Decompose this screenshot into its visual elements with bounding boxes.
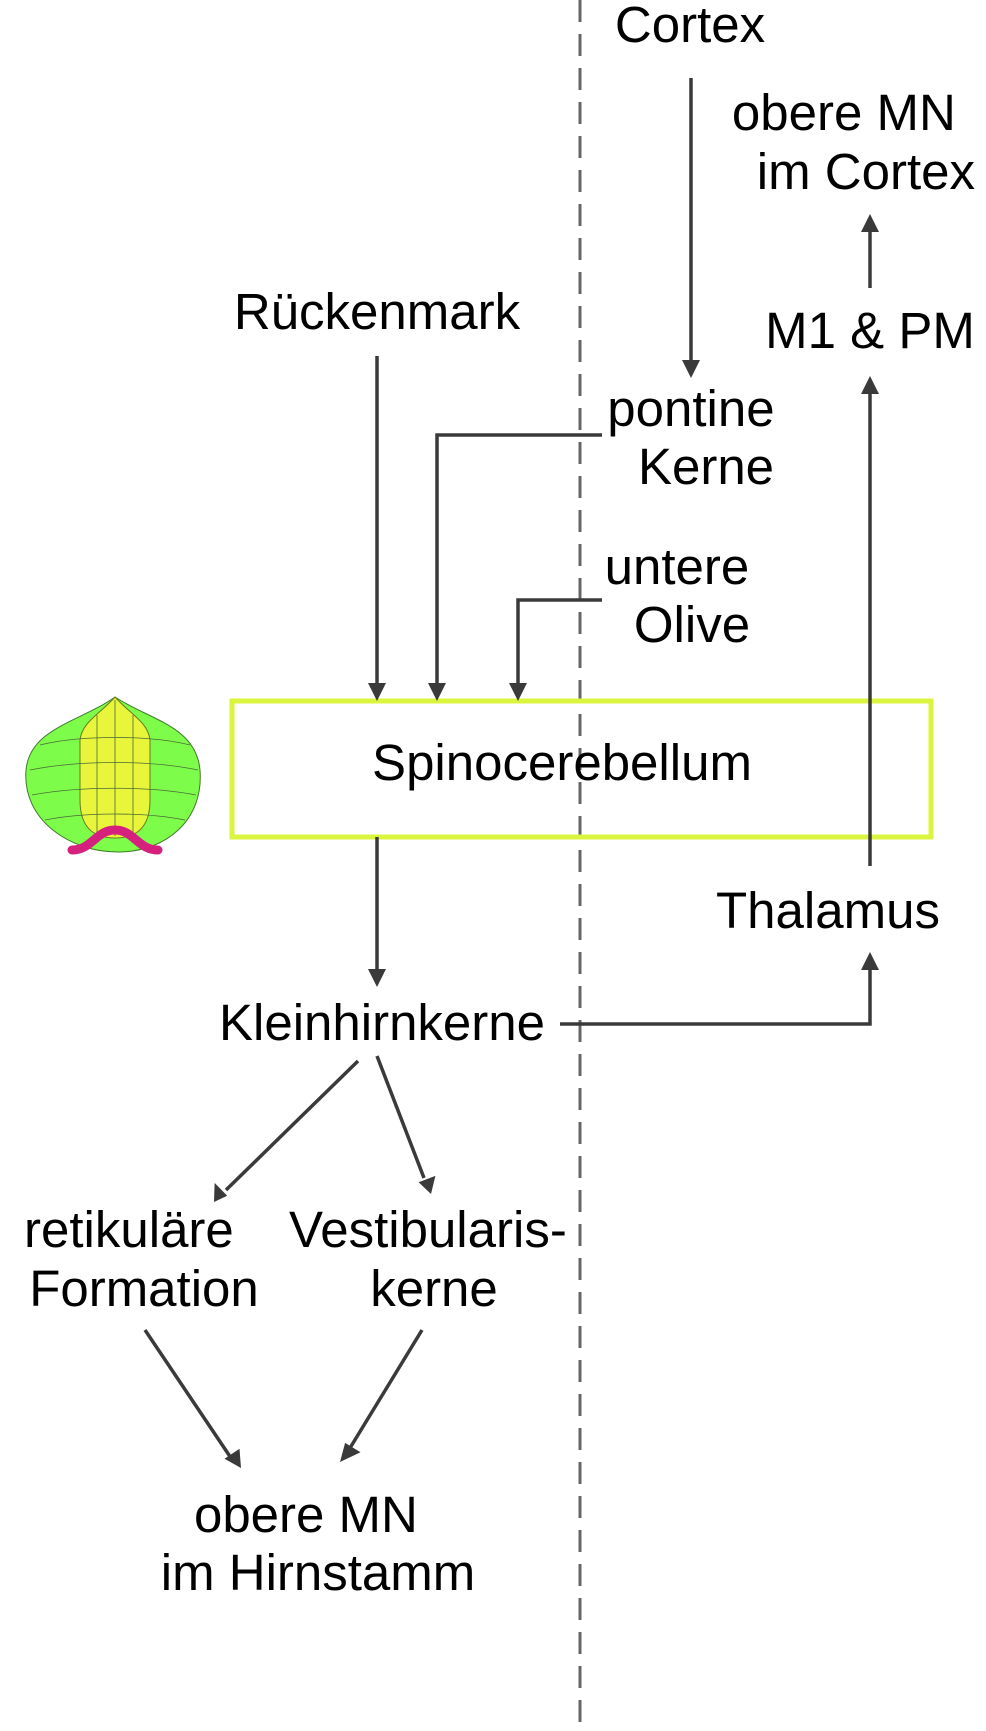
spinocerebellum-label: Spinocerebellum (372, 734, 752, 791)
pontine-kerne-line2: Kerne (638, 438, 774, 495)
m1-pm-label: M1 & PM (765, 302, 975, 359)
untere-olive-line1: untere (605, 538, 750, 595)
arrow-cortex-to-pontine (682, 78, 700, 378)
arrow-thalamus-to-m1pm (861, 376, 879, 866)
cerebellum-icon (25, 696, 201, 855)
pontine-kerne-label: pontine Kerne (607, 380, 789, 495)
arrow-kleinhirnkerne-to-vestibularis (375, 1055, 436, 1194)
obere-mn-cortex-line1: obere MN (732, 84, 956, 141)
obere-mn-hirnstamm-label: obere MN im Hirnstamm (161, 1486, 476, 1601)
spinocerebellum-box (229, 698, 934, 840)
arrow-retikulaere-to-obere-mn-hirnstamm (143, 1329, 241, 1468)
retikulaere-formation-line1: retikuläre (24, 1201, 234, 1258)
obere-mn-hirnstamm-line2: im Hirnstamm (161, 1544, 476, 1601)
obere-mn-hirnstamm-line1: obere MN (194, 1486, 418, 1543)
retikulaere-formation-label: retikuläre Formation (24, 1201, 259, 1317)
pontine-kerne-line1: pontine (607, 380, 774, 437)
rueckenmark-label: Rückenmark (234, 283, 521, 340)
thalamus-label: Thalamus (716, 882, 940, 939)
arrow-m1pm-to-obere-mn-cortex (861, 214, 879, 288)
arrow-rueckenmark-to-spinocerebellum (368, 356, 386, 701)
obere-mn-cortex-line2: im Cortex (757, 143, 975, 200)
vestibulariskerne-line2: kerne (370, 1260, 498, 1317)
arrow-vestibularis-to-obere-mn-hirnstamm (340, 1329, 424, 1462)
arrow-pontine-to-spinocerebellum (428, 433, 602, 701)
obere-mn-cortex-label: obere MN im Cortex (732, 84, 975, 200)
untere-olive-line2: Olive (634, 596, 750, 653)
arrow-spinocerebellum-to-kleinhirnkerne (368, 837, 386, 987)
arrow-kleinhirnkerne-to-retikulaere (214, 1059, 360, 1202)
arrow-olive-to-spinocerebellum (509, 598, 602, 701)
retikulaere-formation-line2: Formation (29, 1260, 259, 1317)
vestibulariskerne-line1: Vestibularis- (289, 1201, 567, 1258)
untere-olive-label: untere Olive (605, 538, 764, 653)
vestibulariskerne-label: Vestibularis- kerne (289, 1201, 581, 1317)
kleinhirnkerne-label: Kleinhirnkerne (219, 994, 545, 1051)
arrow-kleinhirnkerne-to-thalamus (560, 952, 879, 1026)
cortex-label: Cortex (615, 0, 765, 53)
